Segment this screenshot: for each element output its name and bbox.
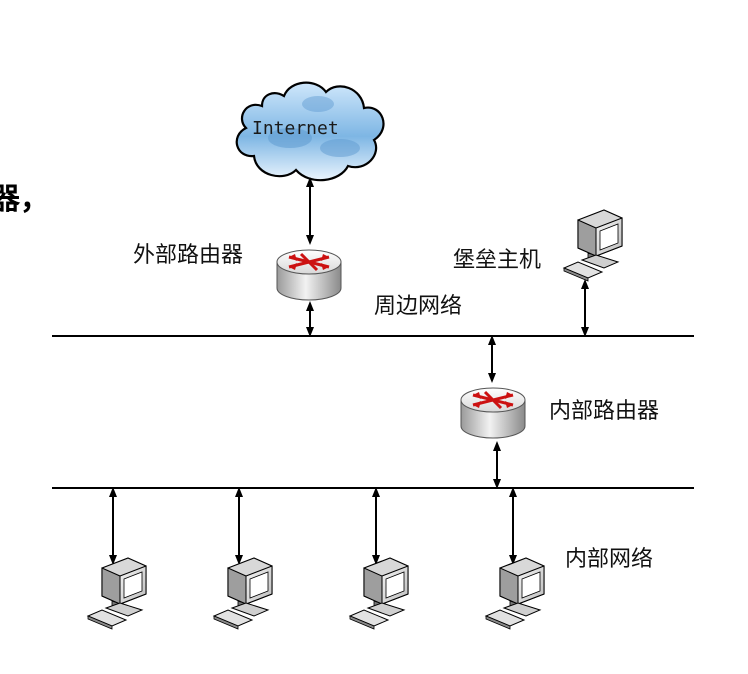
internal-computer-icon [485,557,545,630]
internal-router-label: 内部路由器 [549,399,660,424]
internal-network-label: 内部网络 [565,547,654,572]
internal-computer-icon [349,557,409,630]
bastion-host-computer-icon [563,209,623,282]
perimeter-network-label: 周边网络 [374,294,463,319]
internal-computer-icon [87,557,147,630]
external-router-icon [275,248,343,302]
bastion-host-label: 堡垒主机 [453,248,542,273]
internal-router-icon [459,386,527,440]
internal-computer-icon [213,557,273,630]
internet-label: Internet [252,118,339,139]
external-router-label: 外部路由器 [133,243,244,268]
cloud-icon [235,81,385,182]
clipped-fragment-text: 器， [0,182,50,217]
